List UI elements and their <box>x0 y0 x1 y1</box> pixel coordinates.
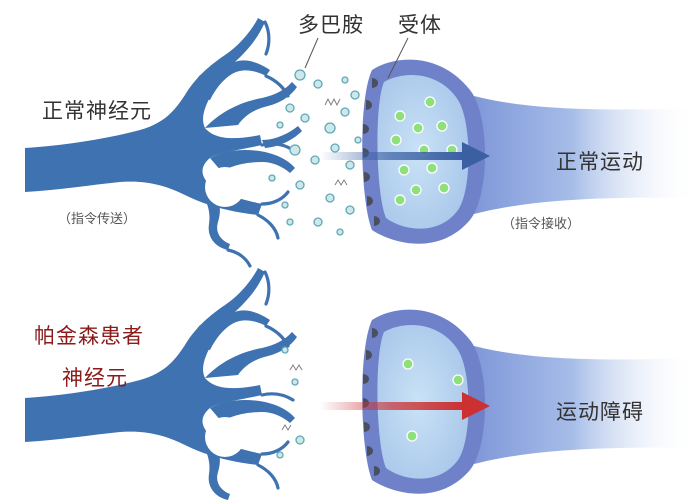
dopamine-particles <box>268 69 362 236</box>
receptor-particles <box>390 96 458 206</box>
dopamine-particle <box>345 160 355 170</box>
dopamine-particle <box>350 90 360 100</box>
receptor-particle <box>412 122 424 134</box>
receptor-pointer <box>387 37 409 79</box>
receptor-particle <box>452 374 464 386</box>
parkinson-neuron-label-line2: 神经元 <box>62 366 128 390</box>
parkinson-receptor-particles <box>402 358 464 442</box>
dopamine-particle <box>281 201 289 209</box>
dopamine-particle <box>345 205 355 215</box>
dopamine-pointer <box>304 37 319 69</box>
normal-receptor-tail <box>470 95 697 215</box>
parkinson-receptor-tail <box>470 345 697 465</box>
synapse-squiggles <box>324 97 348 186</box>
dopamine-particle <box>340 107 350 117</box>
receptor-sites <box>363 78 380 226</box>
dopamine-particle <box>281 346 289 354</box>
dopamine-particle <box>336 228 344 236</box>
dopamine-particle <box>295 180 305 190</box>
dopamine-particle <box>330 143 340 153</box>
signal-send-label: （指令传送） <box>58 212 137 227</box>
parkinson-receptor-sites <box>363 328 380 476</box>
receptor-particle <box>398 164 410 176</box>
normal-movement-label: 正常运动 <box>556 150 644 174</box>
parkinson-neuron-branches <box>256 270 295 490</box>
dopamine-particle <box>276 121 284 129</box>
normal-neuron-shape <box>25 18 302 250</box>
receptor-particle <box>436 120 448 132</box>
dopamine-particle <box>286 218 294 226</box>
impaired-signal-arrow <box>320 392 490 420</box>
dopamine-particle <box>300 113 310 123</box>
dopamine-particle <box>313 217 323 227</box>
normal-signal-arrow <box>320 142 490 170</box>
dopamine-particle <box>294 69 306 81</box>
receptor-particle <box>394 110 406 122</box>
dopamine-particle <box>310 155 320 165</box>
dopamine-particle <box>291 378 299 386</box>
dopamine-particle <box>268 174 276 182</box>
dopamine-particle <box>289 144 301 156</box>
parkinson-dopamine-particles <box>276 346 305 459</box>
receptor-particle <box>410 184 422 196</box>
signal-receive-label: （指令接收） <box>502 217 581 232</box>
parkinson-receptor-inner <box>377 325 469 479</box>
dopamine-particle <box>324 122 336 134</box>
dopamine-label: 多巴胺 <box>298 13 364 37</box>
dopamine-particle <box>313 79 323 89</box>
receptor-particle <box>402 358 414 370</box>
parkinson-neuron-label-line1: 帕金森患者 <box>34 324 144 348</box>
normal-neuron-label: 正常神经元 <box>42 99 152 123</box>
dopamine-particle <box>354 136 362 144</box>
receptor-particle <box>426 162 438 174</box>
receptor-particle <box>424 96 436 108</box>
receptor-particle <box>406 430 418 442</box>
dopamine-particle <box>295 435 305 445</box>
dopamine-particle <box>341 76 349 84</box>
dopamine-particle <box>276 451 284 459</box>
movement-disorder-label: 运动障碍 <box>556 400 644 424</box>
receptor-particle <box>438 182 450 194</box>
receptor-particle <box>394 194 406 206</box>
dopamine-particle <box>325 193 335 203</box>
receptor-particle <box>390 134 402 146</box>
dopamine-particle <box>285 103 295 113</box>
receptor-label: 受体 <box>398 13 442 37</box>
parkinson-neuron-shape <box>25 268 297 500</box>
parkinson-squiggles <box>281 364 303 431</box>
